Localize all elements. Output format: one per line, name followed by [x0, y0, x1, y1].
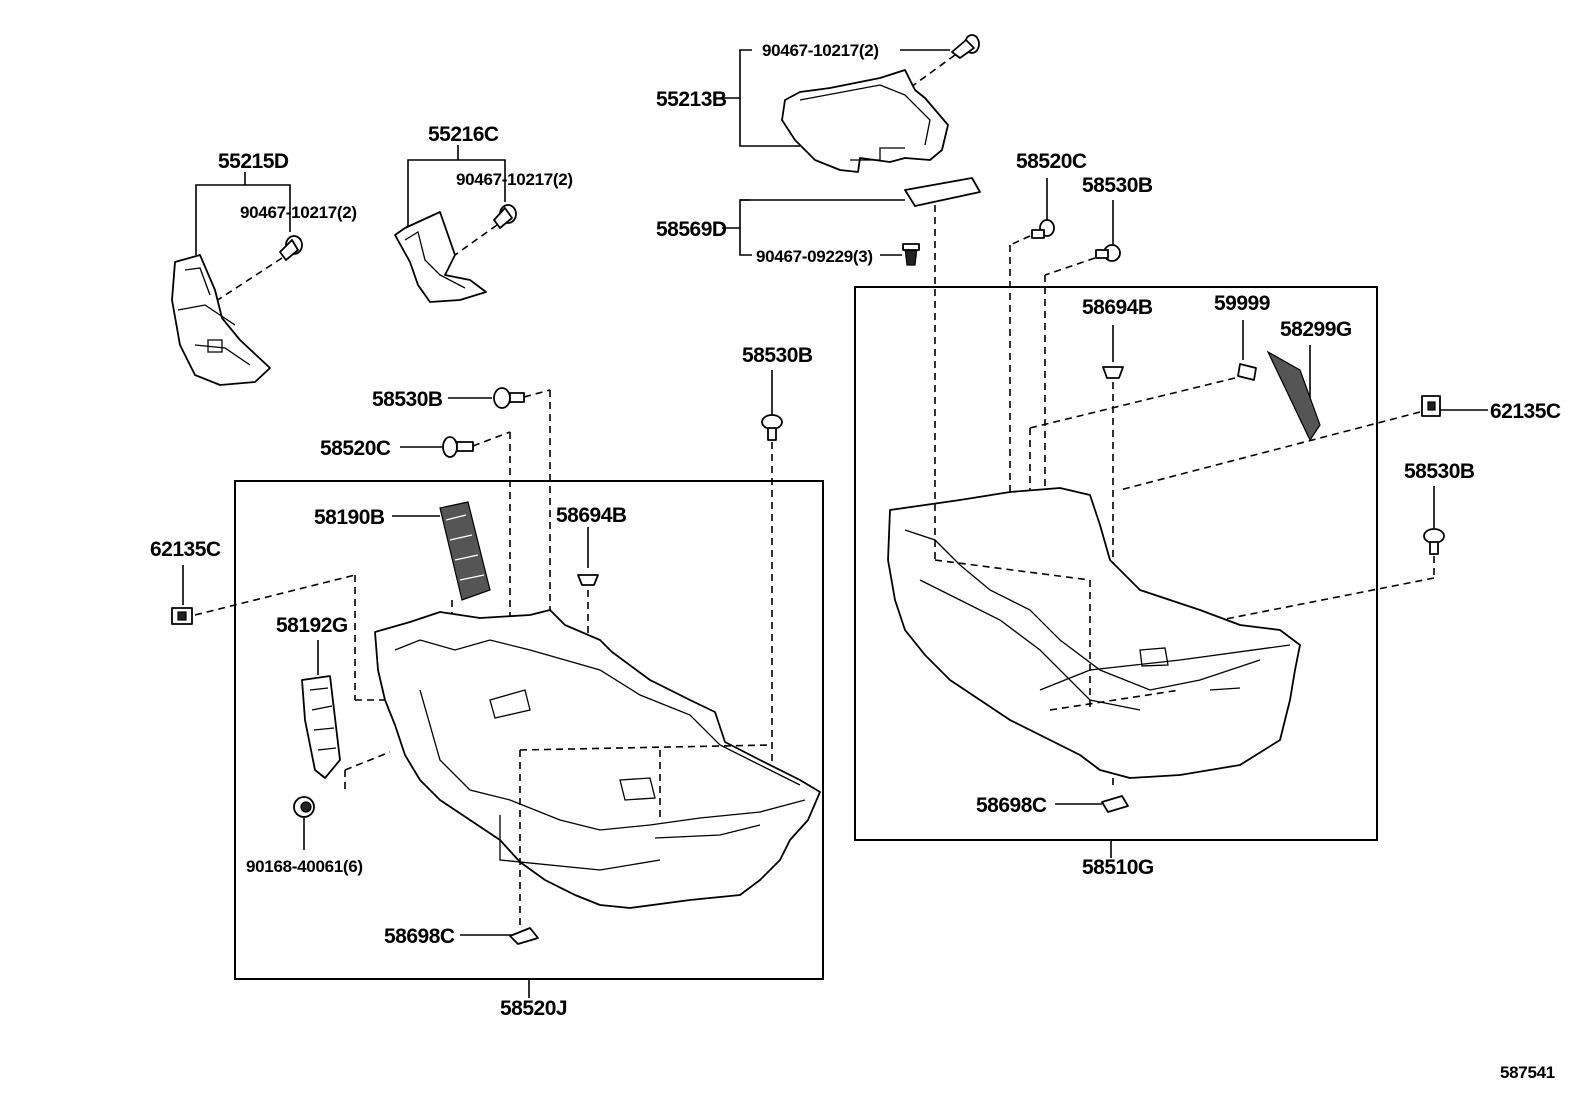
- group-55216C: [394, 145, 517, 303]
- label-59999: 59999: [1214, 292, 1270, 315]
- label-58190B: 58190B: [314, 506, 385, 529]
- label-62135C-right: 62135C: [1490, 400, 1561, 423]
- clip-90467-10217-left[interactable]: [279, 235, 303, 261]
- clip-58698C-right[interactable]: [1101, 795, 1129, 813]
- label-58520J: 58520J: [500, 997, 567, 1020]
- pad-58569D[interactable]: [904, 177, 981, 207]
- carpet-58520J[interactable]: [374, 609, 821, 909]
- bracket-58192G[interactable]: [301, 675, 341, 779]
- panel-55213B[interactable]: [781, 69, 949, 173]
- clip-58530B-mid[interactable]: [761, 414, 783, 441]
- clip-58694B-right[interactable]: [1102, 366, 1124, 379]
- label-90168-40061: 90168-40061(6): [246, 857, 363, 876]
- label-58530B-mid: 58530B: [742, 344, 813, 367]
- clip-90168-40061[interactable]: [293, 796, 315, 818]
- bracket-55216C[interactable]: [394, 211, 487, 303]
- label-90467-10217-mid: 90467-10217(2): [456, 170, 573, 189]
- bracket-55215D[interactable]: [171, 254, 271, 386]
- label-90467-09229: 90467-09229(3): [756, 247, 873, 266]
- duct-58190B[interactable]: [439, 501, 491, 601]
- label-62135C-left: 62135C: [150, 538, 221, 561]
- clip-90467-09229[interactable]: [902, 243, 920, 266]
- label-58694B-left: 58694B: [556, 504, 627, 527]
- group-58520J: [171, 370, 821, 945]
- label-58520C-right: 58520C: [1016, 150, 1087, 173]
- label-58299G: 58299G: [1280, 318, 1352, 341]
- clip-58694B-left[interactable]: [577, 574, 599, 586]
- vent-58299G[interactable]: [1266, 350, 1321, 442]
- clip-90467-10217-mid[interactable]: [493, 204, 517, 229]
- clip-62135C-right[interactable]: [1421, 395, 1441, 417]
- clip-58530B-right-top[interactable]: [1095, 244, 1121, 262]
- clip-58698C-left[interactable]: [509, 927, 539, 945]
- label-55213B: 55213B: [656, 88, 727, 111]
- clip-58520C-left[interactable]: [442, 436, 474, 458]
- box-58510G: [854, 286, 1378, 841]
- label-58698C-left: 58698C: [384, 925, 455, 948]
- label-90467-10217-left: 90467-10217(2): [240, 203, 357, 222]
- group-55215D: [171, 172, 303, 386]
- label-58530B-right: 58530B: [1404, 460, 1475, 483]
- label-58520C-left: 58520C: [320, 437, 391, 460]
- label-58510G: 58510G: [1082, 856, 1154, 879]
- label-58694B-right: 58694B: [1082, 296, 1153, 319]
- label-58698C-right: 58698C: [976, 794, 1047, 817]
- clip-62135C-left[interactable]: [171, 607, 193, 625]
- label-55216C: 55216C: [428, 123, 499, 146]
- clip-58530B-left[interactable]: [493, 387, 525, 409]
- clip-58530B-right[interactable]: [1423, 528, 1445, 555]
- label-55215D: 55215D: [218, 150, 289, 173]
- clip-90467-10217-top[interactable]: [951, 34, 980, 59]
- label-58530B-right-top: 58530B: [1082, 174, 1153, 197]
- group-58510G: [887, 178, 1488, 813]
- label-90467-10217-top: 90467-10217(2): [762, 41, 879, 60]
- carpet-58510G[interactable]: [887, 487, 1301, 779]
- label-diagram-id: 587541: [1500, 1063, 1555, 1082]
- label-58569D: 58569D: [656, 218, 727, 241]
- label-58530B-left: 58530B: [372, 388, 443, 411]
- clip-58520C-right[interactable]: [1031, 219, 1055, 239]
- group-55213B: [722, 34, 981, 480]
- label-58192G: 58192G: [276, 614, 348, 637]
- clip-59999[interactable]: [1237, 363, 1257, 381]
